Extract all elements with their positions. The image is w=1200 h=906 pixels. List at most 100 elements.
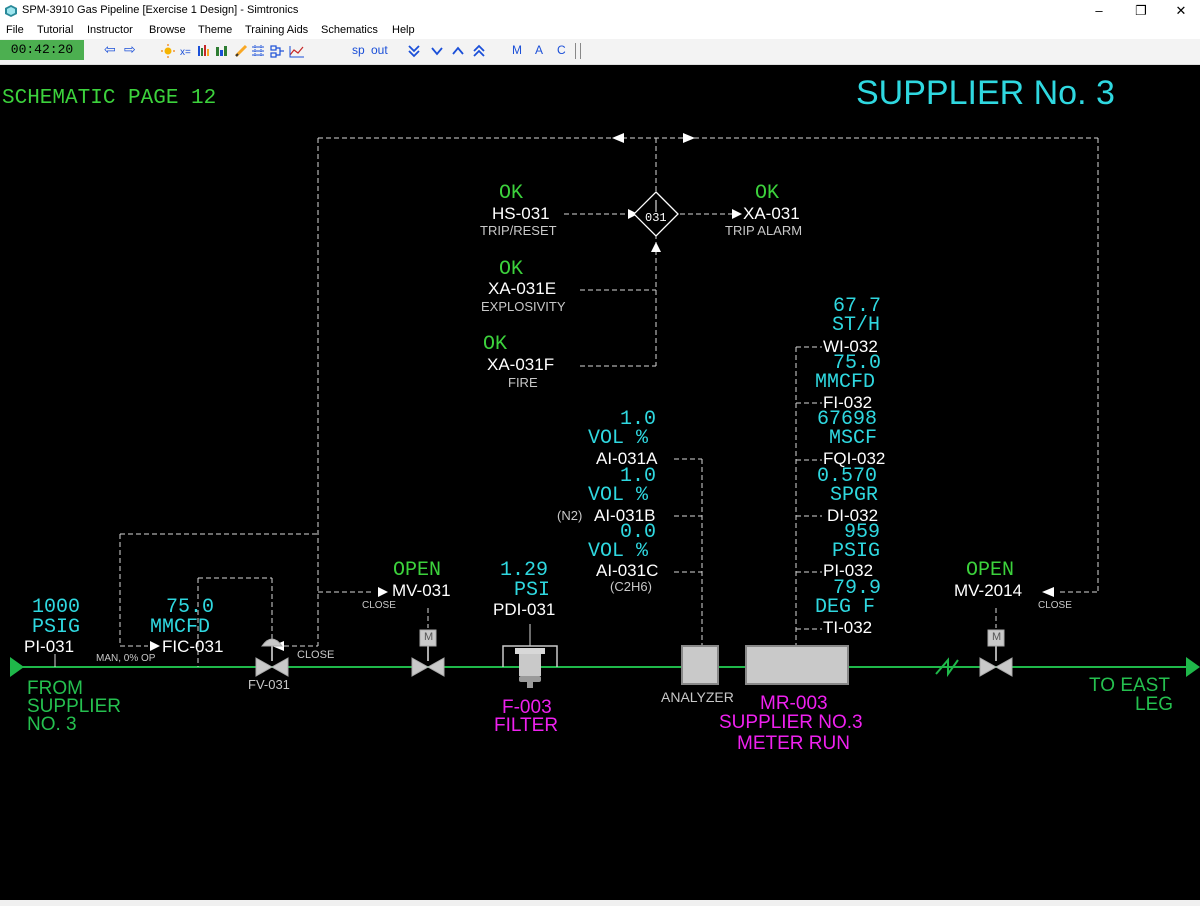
mv-031-close: CLOSE (362, 600, 396, 611)
ai-031a-value: 1.0 (620, 408, 657, 431)
menu-instructor[interactable]: Instructor (87, 24, 133, 36)
cascade-mode-button[interactable]: C (557, 43, 566, 57)
fic-031-value: 75.0 (166, 596, 215, 619)
analyzer-label: ANALYZER (661, 689, 734, 705)
forward-arrow-icon[interactable]: ⇨ (124, 41, 136, 57)
menu-file[interactable]: File (6, 24, 24, 36)
signal-lines (119, 137, 1099, 667)
meter-run-name-2: METER RUN (737, 733, 850, 754)
toolbar-icon-strip[interactable]: x= (160, 43, 340, 59)
filter-tag: F-003 (502, 697, 552, 718)
double-chevron-up-icon (473, 44, 485, 57)
fv-031-close: CLOSE (297, 649, 335, 661)
network-icon (270, 45, 284, 58)
xa-031e-status: OK (499, 258, 524, 281)
chart-icon (289, 46, 304, 58)
hs-031-tag[interactable]: HS-031 (492, 204, 550, 223)
app-icon (5, 5, 17, 17)
from-label-3: NO. 3 (27, 714, 77, 735)
hs-031-desc: TRIP/RESET (480, 223, 557, 238)
pi-032-value: 959 (844, 521, 881, 544)
fqi-032-unit: MSCF (829, 427, 878, 450)
menu-browse[interactable]: Browse (149, 24, 186, 36)
motor-valve-icon (979, 629, 1013, 677)
pencil-icon (234, 44, 248, 58)
window-title: SPM-3910 Gas Pipeline [Exercise 1 Design… (22, 4, 299, 16)
minimize-button[interactable]: – (1095, 3, 1103, 18)
manual-mode-button[interactable]: M (512, 43, 522, 57)
pdi-031-tag[interactable]: PDI-031 (493, 600, 556, 619)
svg-text:x=: x= (180, 47, 191, 58)
schematic-page-label: SCHEMATIC PAGE 12 (2, 87, 217, 110)
mv-2014-close: CLOSE (1038, 600, 1072, 611)
ti-032-tag[interactable]: TI-032 (823, 618, 873, 637)
schematic-canvas: SCHEMATIC PAGE 12 SUPPLIER No. 3 031 OK … (0, 68, 1200, 900)
signal-arrow-icons (150, 133, 1054, 651)
pi-031-unit: PSIG (32, 616, 81, 639)
mv-031-tag[interactable]: MV-031 (392, 581, 451, 600)
wi-032-value: 67.7 (833, 295, 882, 318)
from-label-1: FROM (27, 678, 83, 699)
restore-button[interactable]: ❐ (1135, 3, 1147, 18)
inlet-arrow-icon (10, 657, 24, 677)
menu-tutorial[interactable]: Tutorial (37, 24, 74, 36)
menu-theme[interactable]: Theme (198, 24, 233, 36)
fic-031-unit: MMCFD (150, 616, 211, 639)
ai-031c-tag[interactable]: AI-031C (596, 561, 659, 580)
di-032-value: 0.570 (817, 465, 878, 488)
ai-031c-unit: VOL % (588, 540, 649, 563)
fic-031-tag[interactable]: FIC-031 (162, 637, 224, 656)
menu-help[interactable]: Help (392, 24, 415, 36)
filter-icon (502, 645, 558, 688)
close-button[interactable]: ✕ (1175, 3, 1187, 18)
xa-031f-tag[interactable]: XA-031F (487, 355, 555, 374)
xa-031e-tag[interactable]: XA-031E (488, 279, 557, 298)
di-032-unit: SPGR (830, 484, 879, 507)
ai-031b-tag[interactable]: AI-031B (594, 506, 656, 525)
output-button[interactable]: out (371, 43, 388, 57)
xa-031-tag[interactable]: XA-031 (743, 204, 800, 223)
menu-training-aids[interactable]: Training Aids (245, 24, 309, 36)
fi-032-tag[interactable]: FI-032 (823, 393, 873, 412)
control-valve-icon (255, 638, 289, 677)
to-label-1: TO EAST (1089, 675, 1170, 696)
fi-032-value: 75.0 (833, 352, 882, 375)
ti-032-unit: DEG F (815, 596, 876, 619)
instrument-connections (54, 624, 531, 667)
back-arrow-icon[interactable]: ⇦ (104, 41, 116, 57)
analyzer-box-icon (681, 645, 719, 685)
fv-031-tag[interactable]: FV-031 (248, 677, 290, 692)
pi-032-tag[interactable]: PI-032 (823, 561, 874, 580)
mv-031-status: OPEN (393, 559, 442, 582)
ai-031a-tag[interactable]: AI-031A (596, 449, 658, 468)
toolbar-separator (575, 43, 576, 59)
fqi-032-tag[interactable]: FQI-032 (823, 449, 886, 468)
grid-icon (252, 45, 264, 57)
to-label-2: LEG (1135, 694, 1174, 715)
setpoint-button[interactable]: sp (352, 43, 365, 57)
motor-valve-icon (411, 629, 445, 677)
double-chevron-down-icon (408, 45, 420, 58)
title-bar: SPM-3910 Gas Pipeline [Exercise 1 Design… (0, 0, 1200, 22)
interlock-id: 031 (645, 211, 667, 225)
page-title: SUPPLIER No. 3 (856, 74, 1115, 112)
mv-2014-tag[interactable]: MV-2014 (954, 581, 1023, 600)
chevron-up-icon (452, 46, 464, 55)
pdi-031-unit: PSI (514, 579, 551, 602)
from-label-2: SUPPLIER (27, 696, 121, 717)
wi-032-tag[interactable]: WI-032 (823, 337, 878, 356)
outlet-arrow-icon (1186, 657, 1200, 677)
xa-031e-desc: EXPLOSIVITY (481, 299, 566, 314)
auto-mode-button[interactable]: A (535, 43, 544, 57)
fqi-032-value: 67698 (817, 408, 878, 431)
trend-icon (216, 46, 227, 56)
mv-2014-status: OPEN (966, 559, 1015, 582)
hs-031-status: OK (499, 182, 524, 205)
chevron-buttons[interactable] (408, 44, 490, 58)
menu-schematics[interactable]: Schematics (321, 24, 378, 36)
bars-icon (198, 45, 209, 56)
di-032-tag[interactable]: DI-032 (827, 506, 879, 525)
check-valve-icon (935, 657, 959, 678)
pi-031-tag[interactable]: PI-031 (24, 637, 75, 656)
xa-031f-status: OK (483, 333, 508, 356)
